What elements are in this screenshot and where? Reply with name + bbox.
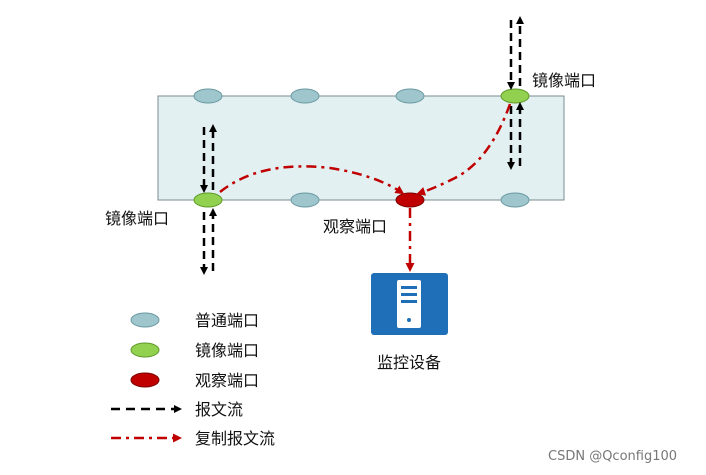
legend-mirror-port: 镜像端口	[195, 341, 259, 360]
normal-port	[290, 88, 320, 104]
legend-normal-port: 普通端口	[195, 311, 259, 330]
normal-port	[500, 192, 530, 208]
legend-copy-flow: 复制报文流	[195, 429, 275, 448]
legend-observe-port: 观察端口	[195, 371, 259, 390]
legend: 普通端口 镜像端口 观察端口 报文流 复制报文流	[111, 311, 275, 448]
monitor-device-icon	[371, 273, 448, 335]
copy-flow-from-right	[416, 103, 512, 196]
label-mirror-port-top-right: 镜像端口	[532, 71, 596, 90]
normal-port	[290, 192, 320, 208]
observe-port	[395, 192, 425, 208]
packet-flow-right	[507, 16, 524, 170]
label-monitor-device: 监控设备	[377, 353, 441, 372]
mirror-port-top-right	[500, 88, 530, 104]
packet-flow-left	[200, 124, 217, 275]
copy-flow-from-left	[219, 165, 405, 195]
legend-mirror-port-swatch	[130, 342, 160, 358]
legend-normal-port-swatch	[130, 312, 160, 328]
normal-port	[193, 88, 223, 104]
label-observe-port: 观察端口	[323, 217, 387, 236]
legend-observe-port-swatch	[130, 372, 160, 388]
watermark: CSDN @Qconfig100	[548, 449, 677, 464]
switch-body	[157, 95, 565, 201]
label-mirror-port-left: 镜像端口	[105, 209, 169, 228]
mirror-port-left	[193, 192, 223, 208]
legend-packet-flow: 报文流	[195, 400, 243, 419]
copy-flow-group	[219, 103, 512, 272]
normal-port	[395, 88, 425, 104]
